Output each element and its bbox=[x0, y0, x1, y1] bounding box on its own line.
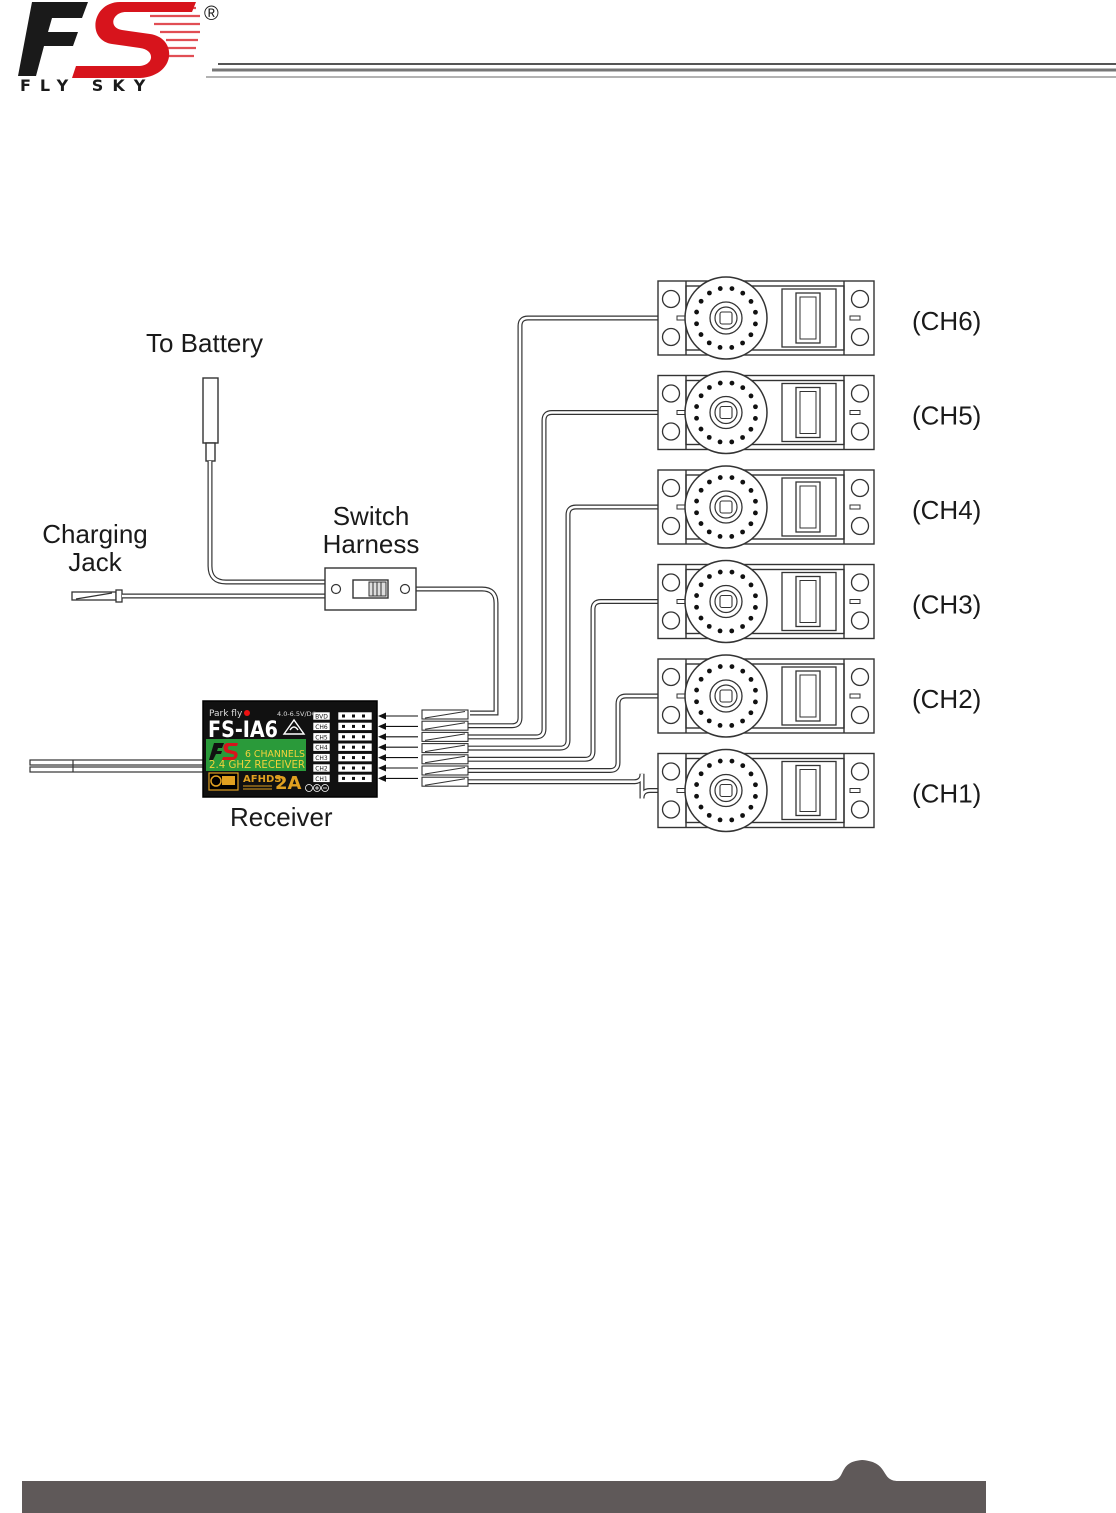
receiver-port-ch4: CH4 bbox=[313, 743, 418, 752]
svg-text:Charging: Charging bbox=[42, 519, 148, 549]
receiver-antenna bbox=[30, 760, 203, 772]
receiver-port-ch5: CH5 bbox=[313, 733, 418, 742]
receiver-protocol-suffix: 2A bbox=[275, 773, 302, 794]
servo: (CH5) bbox=[658, 372, 981, 454]
receiver-port-bvd: BVD bbox=[313, 712, 418, 721]
switch-harness-label: Switch Harness bbox=[323, 501, 420, 559]
servo-label: (CH6) bbox=[912, 306, 981, 336]
connector-plug bbox=[422, 766, 468, 775]
ghz-badge-icon bbox=[209, 773, 238, 790]
connector-plug bbox=[422, 744, 468, 753]
servo-label: (CH2) bbox=[912, 684, 981, 714]
footer-bar bbox=[22, 1460, 986, 1513]
receiver-port-label: BVD bbox=[315, 714, 328, 721]
receiver-port-label: CH1 bbox=[315, 776, 328, 783]
servo-stack: (CH6) (CH5) (CH4) (CH3) (CH2) (CH1) bbox=[658, 277, 981, 832]
connector-plug bbox=[422, 777, 468, 786]
logo-text: FLY SKY bbox=[20, 76, 154, 95]
connector-plug bbox=[422, 710, 468, 719]
receiver-port-ch2: CH2 bbox=[313, 764, 418, 773]
servo-label: (CH3) bbox=[912, 590, 981, 620]
charging-jack-label: Charging Jack bbox=[42, 519, 148, 577]
connector-plugs bbox=[422, 710, 468, 786]
servo: (CH1) bbox=[658, 750, 981, 832]
servo-label: (CH4) bbox=[912, 495, 981, 525]
servo-label: (CH5) bbox=[912, 401, 981, 431]
header-rule bbox=[206, 64, 1116, 77]
receiver-port-label: CH2 bbox=[315, 766, 328, 773]
svg-text:Jack: Jack bbox=[68, 547, 122, 577]
svg-text:Harness: Harness bbox=[323, 529, 420, 559]
servo-label: (CH1) bbox=[912, 779, 981, 809]
servo: (CH4) bbox=[658, 466, 981, 548]
charging-jack-plug bbox=[72, 590, 122, 602]
connector-plug bbox=[422, 721, 468, 730]
registered-mark: ® bbox=[204, 3, 219, 25]
receiver-label: Receiver bbox=[230, 802, 333, 832]
receiver-voltage: 4.0-6.5V/DC bbox=[277, 710, 317, 718]
receiver-port-ch1: CH1 bbox=[313, 774, 418, 783]
receiver-port-label: CH6 bbox=[315, 724, 328, 731]
receiver: Park fly 4.0-6.5V/DC FS-IA6 6 CHANNELS 2… bbox=[203, 701, 418, 797]
battery-connector bbox=[203, 378, 218, 461]
servo: (CH6) bbox=[658, 277, 981, 359]
servo: (CH2) bbox=[658, 655, 981, 737]
battery-label: To Battery bbox=[146, 328, 263, 358]
receiver-band: 2.4 GHZ RECEIVER bbox=[209, 759, 305, 771]
flysky-logo: FLY SKY ® bbox=[18, 2, 219, 95]
receiver-port-label: CH5 bbox=[315, 734, 328, 741]
receiver-port-ch6: CH6 bbox=[313, 722, 418, 731]
servo-wires bbox=[468, 318, 686, 799]
connector-plug bbox=[422, 732, 468, 741]
connector-plug bbox=[422, 755, 468, 764]
receiver-port-label: CH3 bbox=[315, 755, 328, 762]
harness-wires bbox=[122, 461, 496, 713]
receiver-port-label: CH4 bbox=[315, 745, 328, 752]
receiver-port-ch3: CH3 bbox=[313, 754, 418, 763]
switch-body[interactable] bbox=[325, 568, 416, 610]
servo: (CH3) bbox=[658, 561, 981, 643]
svg-text:Switch: Switch bbox=[333, 501, 410, 531]
